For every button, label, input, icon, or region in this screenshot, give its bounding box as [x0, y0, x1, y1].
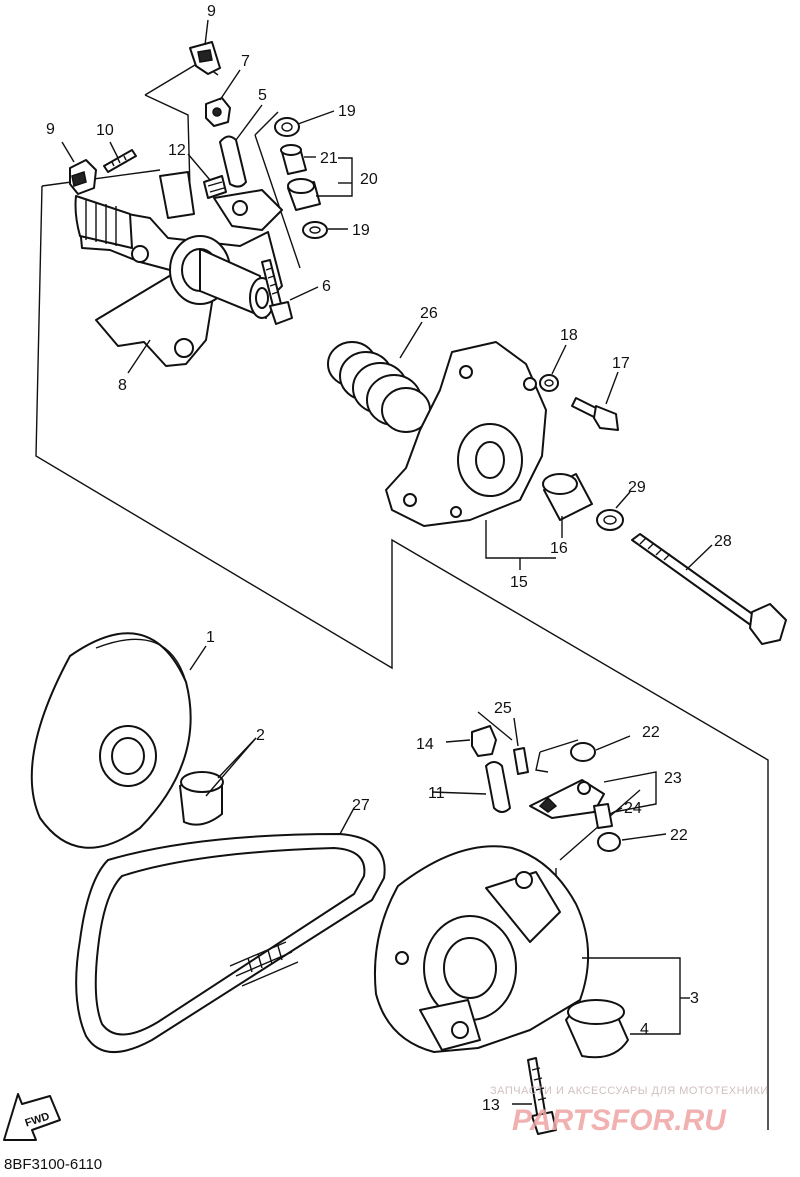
nut-7	[205, 97, 231, 127]
fixed-sheave-spider-assembly	[74, 171, 283, 367]
leader-lines	[61, 19, 713, 1105]
callout-26: 26	[420, 305, 438, 322]
bolt-6	[261, 259, 293, 325]
callout-27: 27	[352, 797, 370, 814]
bolt-13	[527, 1057, 557, 1135]
callout-12: 12	[168, 142, 186, 159]
diagram-code: 8BF3100-6110	[4, 1156, 103, 1173]
callout-10: 10	[96, 122, 114, 139]
callout-8: 8	[118, 377, 127, 394]
callout-3: 3	[690, 990, 699, 1007]
fwd-arrow: FWD	[3, 1093, 61, 1141]
callout-22-bottom: 22	[670, 827, 688, 844]
callout-9-top: 9	[207, 3, 216, 20]
roller-20	[287, 178, 321, 211]
callout-16: 16	[550, 540, 568, 557]
bushing-2	[179, 771, 224, 826]
watermark-logo: PARTSFOR.RU	[512, 1104, 727, 1137]
callout-labels: 9 7 5 9 10 12 19 21 20 19 6 8 26 18 17 2…	[46, 3, 732, 1114]
washer-22-bottom	[597, 832, 621, 852]
callout-7: 7	[241, 53, 250, 70]
bolt-17	[571, 397, 619, 431]
bushing-21	[280, 144, 307, 175]
callout-5: 5	[258, 87, 267, 104]
cover-plate-15	[385, 341, 547, 527]
watermark: ЗАПЧАСТИ И АКСЕССУАРЫ ДЛЯ МОТОТЕХНИКИ PA…	[490, 1085, 769, 1137]
washer-19-top	[274, 117, 300, 137]
callout-20: 20	[360, 171, 378, 188]
callout-11: 11	[428, 785, 445, 802]
callout-2: 2	[256, 727, 265, 744]
callout-24: 24	[624, 800, 642, 817]
washer-18	[539, 374, 559, 392]
roller-pin-5	[219, 135, 247, 188]
nut-14	[471, 725, 497, 757]
washer-19-bottom	[302, 221, 328, 239]
long-bolt-28	[631, 533, 787, 645]
callout-13: 13	[482, 1097, 500, 1114]
washer-29	[596, 509, 624, 531]
pin-25	[513, 747, 529, 775]
callout-4: 4	[640, 1021, 649, 1038]
spring-pin-10	[103, 149, 137, 173]
weight-slider-9-left	[69, 159, 97, 195]
bushing-4	[565, 999, 629, 1059]
callout-18: 18	[560, 327, 578, 344]
callout-25: 25	[494, 700, 512, 717]
bushing-24	[593, 803, 613, 829]
arm-23	[529, 779, 605, 819]
watermark-caption: ЗАПЧАСТИ И АКСЕССУАРЫ ДЛЯ МОТОТЕХНИКИ	[490, 1085, 769, 1097]
sliding-sheave-1	[30, 632, 192, 849]
callout-1: 1	[206, 629, 215, 646]
callout-22-top: 22	[642, 724, 660, 741]
callout-14: 14	[416, 736, 434, 753]
callout-6: 6	[322, 278, 331, 295]
weight-slider-9-top	[189, 41, 221, 75]
callout-19-bottom: 19	[352, 222, 370, 239]
bushing-16	[542, 473, 593, 521]
pin-11	[485, 761, 511, 813]
washer-22-top	[570, 742, 596, 762]
v-belt-27	[75, 833, 386, 1053]
compression-spring-26	[327, 341, 431, 433]
pin-12	[203, 175, 227, 199]
moveable-sheave-3	[373, 845, 590, 1053]
callout-28: 28	[714, 533, 732, 550]
callout-9-left: 9	[46, 121, 55, 138]
callout-15: 15	[510, 574, 528, 591]
callout-21: 21	[320, 150, 338, 167]
callout-17: 17	[612, 355, 630, 372]
callout-29: 29	[628, 479, 646, 496]
callout-23: 23	[664, 770, 682, 787]
callout-19-top: 19	[338, 103, 356, 120]
